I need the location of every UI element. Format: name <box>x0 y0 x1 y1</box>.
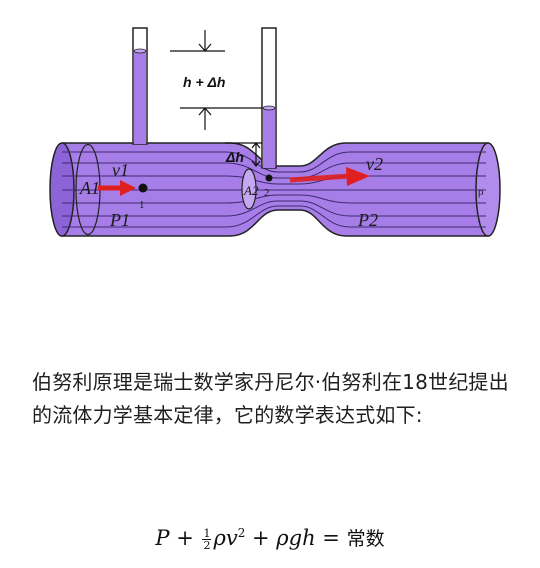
point-2-dot <box>265 174 273 182</box>
label-h-plus-dh: h + Δh <box>183 74 225 90</box>
formula-plus-2: + <box>245 526 277 550</box>
formula-p: P <box>155 526 170 550</box>
formula-exponent: 2 <box>237 526 246 540</box>
label-a1: A1 <box>79 178 100 198</box>
formula-plus-1: + <box>169 526 201 550</box>
formula-frac-num: 1 <box>202 527 212 540</box>
streamlines <box>62 151 486 228</box>
height-dimension <box>170 30 262 167</box>
description-paragraph: 伯努利原理是瑞士数学家丹尼尔·伯努利在18世纪提出的流体力学基本定律，它的数学表… <box>32 370 509 427</box>
formula-frac-den: 2 <box>203 539 211 552</box>
label-a2: A2 <box>243 183 259 198</box>
formula-constant: 常数 <box>346 528 385 550</box>
standpipe-left-meniscus <box>133 48 147 54</box>
point-1-label: 1 <box>139 199 145 211</box>
label-dh: Δh <box>225 149 244 165</box>
formula-rho-v: ρv <box>213 526 238 550</box>
standpipe-right-fluid <box>263 108 275 168</box>
bernoulli-diagram: h + Δh Δh 1 2 v1 v2 A1 A2 P1 P2 ρ <box>49 27 501 237</box>
label-p2: P2 <box>357 210 378 230</box>
cross-section-a2 <box>241 168 257 210</box>
label-p1: P1 <box>109 210 130 230</box>
standpipe-right-meniscus <box>262 105 276 111</box>
label-v2: v2 <box>366 154 383 174</box>
label-v1: v1 <box>112 160 129 180</box>
formula-rho-gh: ρgh <box>276 526 316 550</box>
formula-equals: = <box>315 526 347 550</box>
label-rho: ρ <box>478 186 484 198</box>
standpipe-left-fluid <box>134 51 146 144</box>
point-2-label: 2 <box>264 187 270 199</box>
velocity-arrow-1 <box>98 180 136 196</box>
velocity-arrow-2 <box>289 167 370 186</box>
point-1-dot <box>138 183 148 193</box>
